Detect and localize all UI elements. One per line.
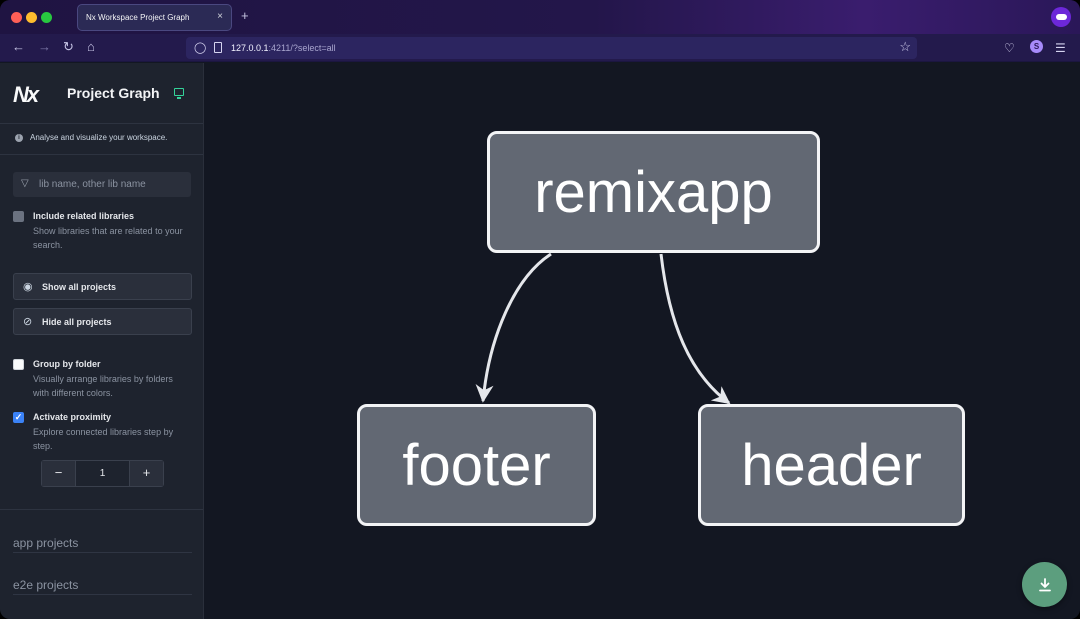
info-text: Analyse and visualize your workspace. <box>30 133 168 142</box>
pocket-icon[interactable]: ♡ <box>1004 41 1015 55</box>
tab-title: Nx Workspace Project Graph <box>86 13 190 22</box>
activate-proximity-label: Activate proximity <box>33 412 112 422</box>
back-icon[interactable]: ← <box>12 39 25 54</box>
home-icon[interactable]: ⌂ <box>87 39 95 54</box>
graph-node-footer[interactable]: footer <box>357 404 596 526</box>
edge-remixapp-header <box>659 253 731 405</box>
forward-icon[interactable]: → <box>38 39 51 54</box>
download-icon <box>1038 577 1051 591</box>
hide-all-projects-button[interactable]: ⊘ Hide all projects <box>13 308 192 335</box>
url-host: 127.0.0.1 <box>231 43 269 53</box>
minimize-window-button[interactable] <box>26 12 37 23</box>
maximize-window-button[interactable] <box>41 12 52 23</box>
increment-button[interactable]: + <box>129 461 163 486</box>
show-all-projects-button[interactable]: ◉ Show all projects <box>13 273 192 300</box>
graph-canvas[interactable]: remixapp footer header <box>204 63 1080 619</box>
divider <box>0 154 203 155</box>
search-input[interactable] <box>39 177 187 192</box>
e2e-projects-heading: e2e projects <box>13 578 79 592</box>
group-by-folder-checkbox[interactable] <box>13 359 24 370</box>
decrement-button[interactable]: − <box>42 461 76 486</box>
close-window-button[interactable] <box>11 12 22 23</box>
reload-icon[interactable]: ↻ <box>63 39 74 54</box>
url-text[interactable]: 127.0.0.1:4211/?select=all <box>231 43 336 53</box>
sidebar: Nx Project Graph i Analyse and visualize… <box>0 63 204 619</box>
group-by-folder-label: Group by folder <box>33 359 101 369</box>
url-path: :4211/?select=all <box>268 43 336 53</box>
url-bar[interactable]: ◯ 127.0.0.1:4211/?select=all ☆ <box>186 37 917 59</box>
page-icon[interactable] <box>214 42 222 53</box>
tab-bar: Nx Workspace Project Graph × + <box>0 0 1080 34</box>
browser-tab[interactable]: Nx Workspace Project Graph × <box>77 4 232 31</box>
shield-icon[interactable]: ◯ <box>194 42 207 54</box>
divider <box>0 509 203 510</box>
proximity-stepper: − 1 + <box>41 460 164 487</box>
group-by-folder-description: Visually arrange libraries by folders wi… <box>33 374 173 398</box>
show-all-projects-label: Show all projects <box>42 282 117 292</box>
download-button[interactable] <box>1022 562 1067 607</box>
navigation-bar: ← → ↻ ⌂ ◯ 127.0.0.1:4211/?select=all ☆ ♡… <box>0 34 1080 62</box>
bookmark-star-icon[interactable]: ☆ <box>899 39 911 54</box>
edge-remixapp-footer <box>475 252 552 403</box>
graph-node-remixapp[interactable]: remixapp <box>487 131 820 253</box>
hide-all-projects-label: Hide all projects <box>42 317 112 327</box>
graph-node-header[interactable]: header <box>698 404 965 526</box>
info-icon: i <box>15 134 23 142</box>
menu-icon[interactable]: ☰ <box>1055 41 1066 55</box>
filter-icon: ▽ <box>21 178 29 189</box>
private-mask-icon <box>1051 7 1071 27</box>
account-icon[interactable]: S <box>1030 40 1043 53</box>
node-label: remixapp <box>534 159 773 225</box>
include-related-description: Show libraries that are related to your … <box>33 226 183 250</box>
include-related-checkbox[interactable] <box>13 211 24 222</box>
graph-edges <box>475 252 731 405</box>
divider <box>0 123 203 124</box>
monitor-icon[interactable] <box>174 88 184 99</box>
app-projects-heading: app projects <box>13 536 79 550</box>
proximity-value: 1 <box>99 468 106 479</box>
new-tab-button[interactable]: + <box>241 8 249 23</box>
nx-logo: Nx <box>13 82 39 107</box>
tab-close-icon[interactable]: × <box>217 11 223 22</box>
include-related-label: Include related libraries <box>33 211 135 221</box>
node-label: footer <box>402 432 551 498</box>
divider <box>13 594 192 595</box>
divider <box>13 552 192 553</box>
page-title: Project Graph <box>67 85 160 101</box>
eye-icon: ◉ <box>23 281 33 293</box>
activate-proximity-description: Explore connected libraries step by step… <box>33 427 174 451</box>
node-label: header <box>741 432 922 498</box>
activate-proximity-checkbox[interactable]: ✓ <box>13 412 24 423</box>
eye-off-icon: ⊘ <box>23 316 33 328</box>
search-box: ▽ <box>13 172 191 197</box>
